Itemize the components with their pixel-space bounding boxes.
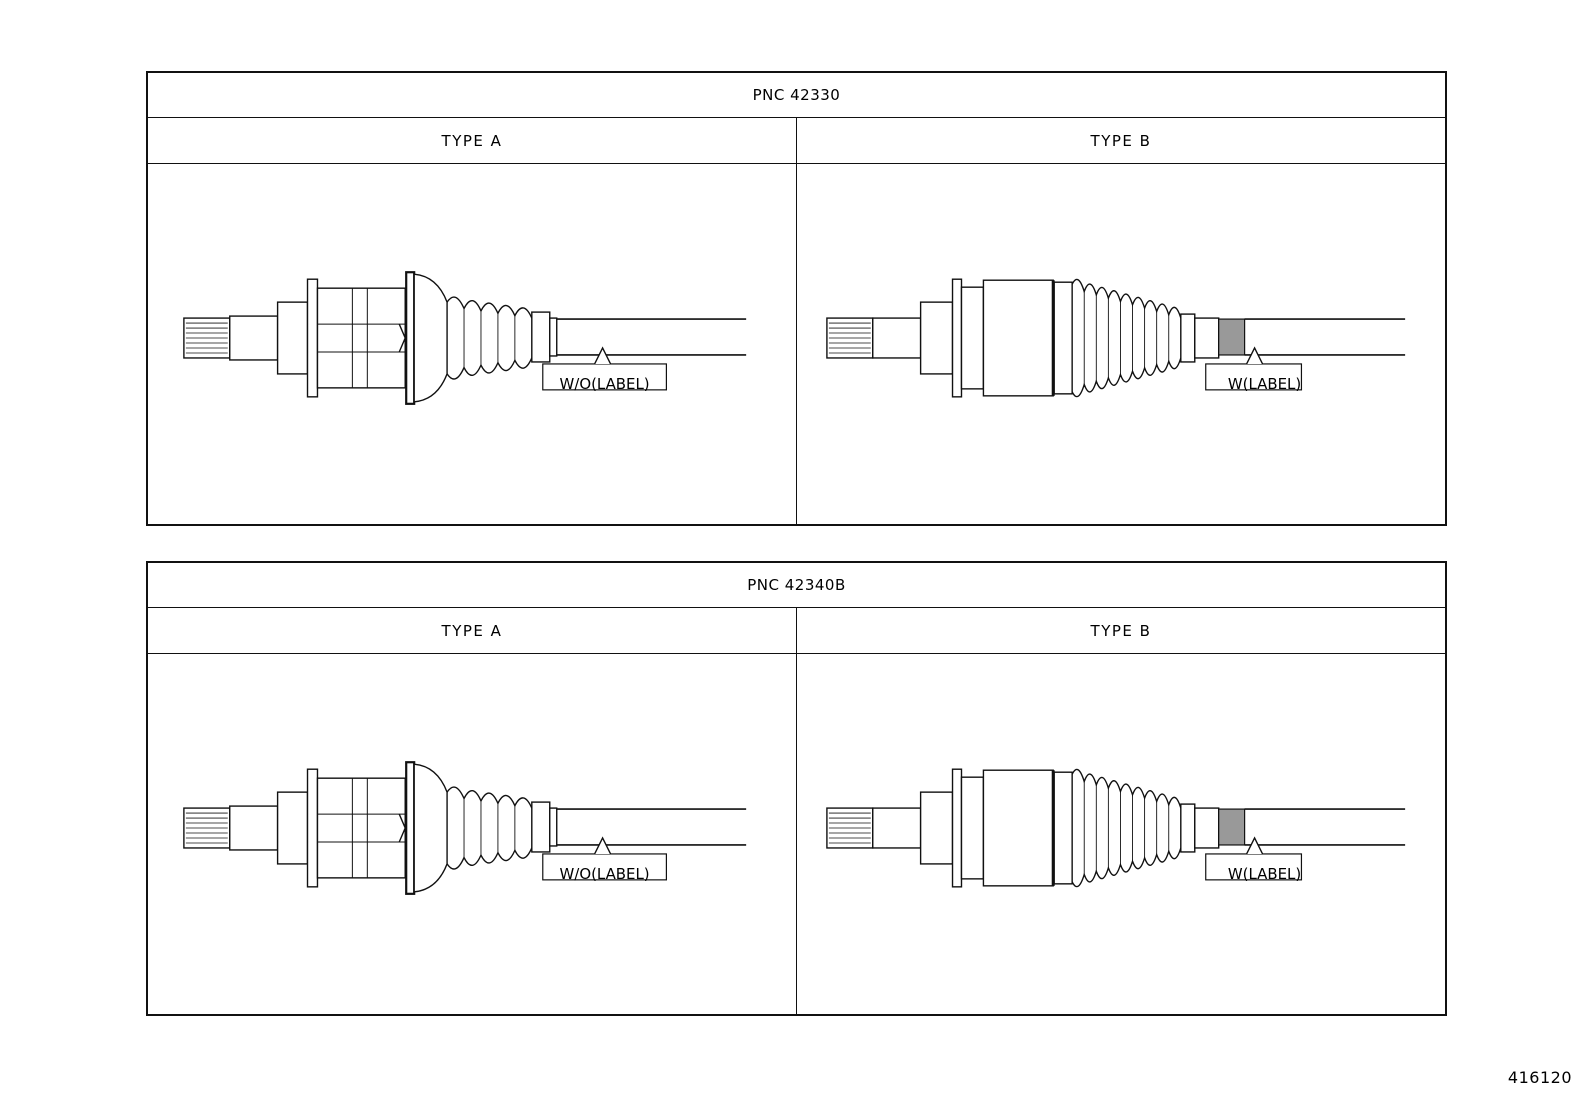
shaft-neck: [229, 805, 279, 851]
drive-shaft-type-b-drawing: W(LABEL): [826, 278, 1406, 398]
outer-collar: [919, 301, 954, 375]
wo-label-callout-text: W/O(LABEL): [560, 375, 650, 393]
type-a-drawing-cell: W/O(LABEL): [148, 654, 796, 1016]
type-b-label: TYPE B: [1090, 131, 1152, 150]
pnc-label: PNC 42340B: [747, 576, 846, 594]
flange: [951, 278, 963, 398]
w-label-callout-text: W(LABEL): [1228, 865, 1301, 883]
callout-pointer: [593, 346, 612, 365]
type-a-header: TYPE A: [148, 608, 796, 653]
type-b-header: TYPE B: [796, 118, 1445, 163]
pnc-label: PNC 42330: [752, 86, 841, 104]
wo-label-callout-text: W/O(LABEL): [560, 865, 650, 883]
boot-clamp-large: [405, 271, 416, 405]
pnc-header: PNC 42340B: [148, 563, 1445, 608]
type-a-label: TYPE A: [441, 621, 503, 640]
flange: [306, 278, 319, 398]
boot-neck: [531, 311, 551, 363]
drawing-row: W/O(LABEL) W(LABEL): [148, 654, 1445, 1016]
parts-panel-1: PNC 42330 TYPE A TYPE B W/O(LABEL) W(LAB…: [146, 71, 1447, 526]
boot-bellows-bottom: [446, 357, 533, 380]
housing-step: [960, 286, 985, 390]
label-band: [1218, 318, 1246, 356]
type-b-drawing-cell: W(LABEL): [796, 164, 1445, 526]
callout-box: [542, 363, 667, 391]
drive-shaft-type-a-drawing: W/O(LABEL): [183, 761, 747, 895]
boot-clamp-small: [549, 317, 558, 357]
cv-housing: [982, 769, 1054, 887]
outer-collar: [919, 791, 954, 865]
illustration-code: 416120: [1507, 1068, 1572, 1087]
type-a-header: TYPE A: [148, 118, 796, 163]
callout-box: [1205, 363, 1303, 391]
flange: [306, 768, 319, 888]
type-a-drawing-cell: W/O(LABEL): [148, 164, 796, 526]
callout-pointer: [1245, 346, 1264, 365]
parts-panel-2: PNC 42340B TYPE A TYPE B W/O(LABEL) W(LA…: [146, 561, 1447, 1016]
shaft-collar: [1194, 807, 1220, 849]
drive-shaft-type-b-drawing: W(LABEL): [826, 768, 1406, 888]
tripod-housing: [316, 287, 406, 389]
shaft-collar: [1194, 317, 1220, 359]
boot-bellows-top: [1071, 278, 1182, 319]
housing-lip: [1053, 281, 1073, 395]
callout-pointer: [593, 836, 612, 855]
boot-bellows-bottom: [446, 847, 533, 870]
flange: [951, 768, 963, 888]
boot-bellows-top: [446, 786, 533, 809]
shaft-neck: [229, 315, 279, 361]
type-b-label: TYPE B: [1090, 621, 1152, 640]
boot-neck: [1180, 803, 1196, 853]
boot-shoulder: [413, 763, 448, 893]
tripod-housing: [316, 777, 406, 879]
boot-shoulder: [413, 273, 448, 403]
callout-box: [542, 853, 667, 881]
boot-bellows-bottom: [1071, 847, 1182, 888]
boot-bellows-top: [1071, 768, 1182, 809]
shaft-neck: [872, 317, 922, 359]
boot-neck: [1180, 313, 1196, 363]
label-band: [1218, 808, 1246, 846]
type-header-row: TYPE A TYPE B: [148, 608, 1445, 654]
housing-lip: [1053, 771, 1073, 885]
housing-step: [960, 776, 985, 880]
type-a-label: TYPE A: [441, 131, 503, 150]
cv-housing: [982, 279, 1054, 397]
type-b-header: TYPE B: [796, 608, 1445, 653]
callout-box: [1205, 853, 1303, 881]
outer-collar: [276, 791, 309, 865]
drawing-row: W/O(LABEL) W(LABEL): [148, 164, 1445, 526]
outer-collar: [276, 301, 309, 375]
boot-neck: [531, 801, 551, 853]
boot-bellows-top: [446, 296, 533, 319]
boot-clamp-small: [549, 807, 558, 847]
boot-bellows-bottom: [1071, 357, 1182, 398]
type-header-row: TYPE A TYPE B: [148, 118, 1445, 164]
callout-pointer: [1245, 836, 1264, 855]
pnc-header: PNC 42330: [148, 73, 1445, 118]
boot-clamp-large: [405, 761, 416, 895]
w-label-callout-text: W(LABEL): [1228, 375, 1301, 393]
type-b-drawing-cell: W(LABEL): [796, 654, 1445, 1016]
drive-shaft-type-a-drawing: W/O(LABEL): [183, 271, 747, 405]
shaft-neck: [872, 807, 922, 849]
